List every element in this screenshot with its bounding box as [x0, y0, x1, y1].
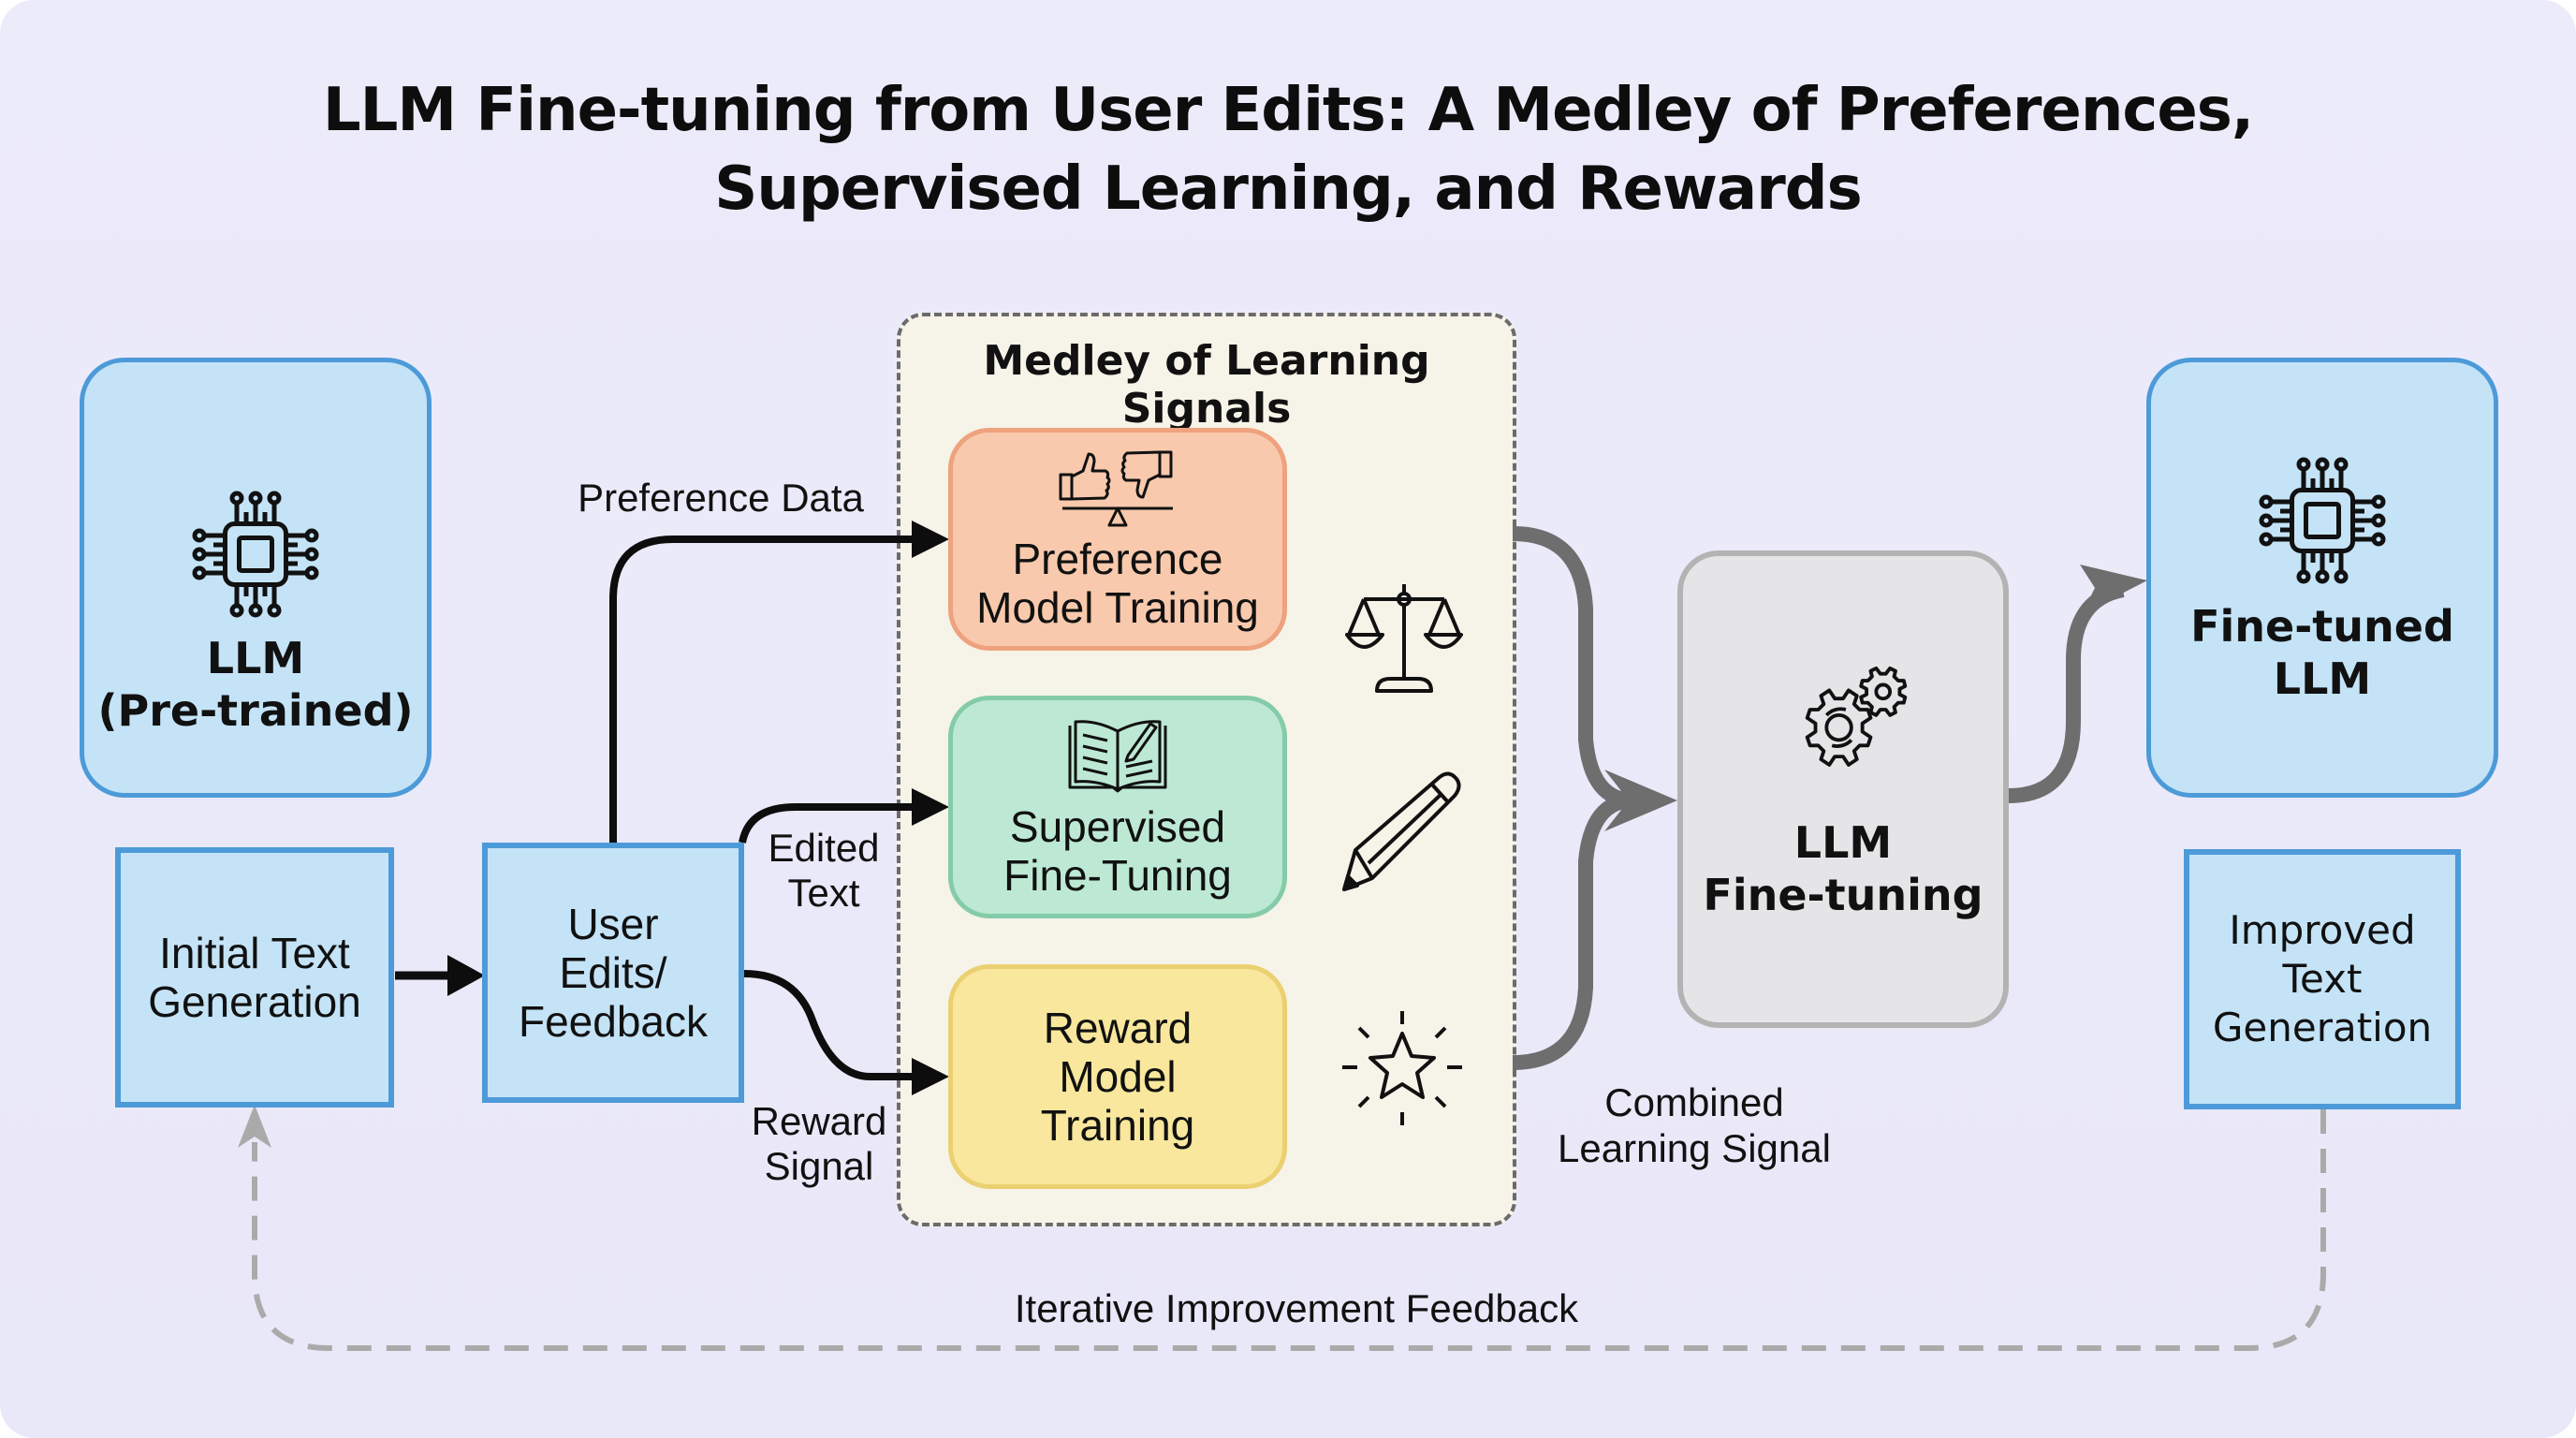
- node-llm-fine-tuning[interactable]: LLM Fine-tuning: [1677, 550, 2009, 1028]
- edge-label-combined-line2: Learning Signal: [1558, 1126, 1831, 1170]
- node-fine-tuning-line2: Fine-tuning: [1703, 870, 1983, 920]
- combined-signal-arrowhead: [1604, 770, 1677, 831]
- scales-icon: [1345, 584, 1463, 693]
- node-improved-text-line1: Improved: [2229, 907, 2416, 953]
- node-initial-text-line2: Generation: [148, 977, 361, 1026]
- book-pencil-icon: [1068, 720, 1167, 793]
- signal-supervised-fine-tuning[interactable]: Supervised Fine-Tuning: [948, 696, 1287, 918]
- signal-sft-line2: Fine-Tuning: [1003, 851, 1232, 900]
- node-finetuned-llm-line2: LLM: [2273, 653, 2372, 704]
- signal-reward-line3: Training: [1040, 1101, 1195, 1150]
- arrow-reward-signal: [743, 970, 913, 1080]
- signal-preference-line1: Preference: [1012, 535, 1223, 583]
- node-user-edits-line2: Edits/: [559, 948, 667, 997]
- node-initial-text-generation[interactable]: Initial Text Generation: [115, 847, 394, 1108]
- arrow-to-finetuned-head: [2080, 565, 2147, 614]
- sparkle-star-icon: [1342, 1011, 1462, 1125]
- node-pretrained-llm-line1: LLM: [206, 633, 305, 683]
- combined-signal-bottom: [1512, 793, 1634, 1070]
- cpu-chip-icon: [192, 491, 319, 618]
- thumbs-up-down-balance-icon: [1059, 450, 1173, 527]
- pencil-icon: [1342, 771, 1461, 891]
- combined-signal-top: [1512, 526, 1634, 808]
- diagram-title-line-1: LLM Fine-tuning from User Edits: A Medle…: [322, 76, 2254, 145]
- node-user-edits-line1: User: [567, 900, 659, 948]
- arrow-initial-to-user-head: [447, 955, 485, 996]
- node-improved-text-line2: Text: [2282, 956, 2363, 1002]
- signal-preference-model-training[interactable]: Preference Model Training: [948, 428, 1287, 651]
- edge-label-reward-signal-line2: Signal: [764, 1144, 874, 1188]
- cpu-chip-icon: [2259, 457, 2386, 584]
- edge-label-iterative-feedback: Iterative Improvement Feedback: [1014, 1286, 1579, 1330]
- node-improved-text-generation[interactable]: Improved Text Generation: [2184, 849, 2461, 1109]
- node-pretrained-llm-line2: (Pre-trained): [97, 685, 414, 736]
- arrow-preference-data-head: [912, 521, 949, 558]
- node-finetuned-llm[interactable]: Fine-tuned LLM: [2146, 358, 2498, 798]
- node-finetuned-llm-line1: Fine-tuned: [2190, 601, 2454, 652]
- signal-reward-line1: Reward: [1043, 1004, 1193, 1052]
- medley-title: Medley of Learning Signals: [983, 337, 1430, 433]
- node-fine-tuning-line1: LLM: [1793, 817, 1893, 868]
- node-user-edits-feedback[interactable]: User Edits/ Feedback: [482, 843, 744, 1103]
- arrow-reward-signal-head: [912, 1058, 949, 1095]
- signal-reward-model-training[interactable]: Reward Model Training: [948, 964, 1287, 1189]
- arrow-edited-text-head: [912, 788, 949, 826]
- edge-label-edited-text-line2: Text: [787, 871, 860, 915]
- edge-label-reward-signal-line1: Reward: [751, 1099, 887, 1143]
- node-initial-text-line1: Initial Text: [159, 929, 350, 977]
- arrow-edited-text: [739, 803, 913, 844]
- arrow-to-finetuned: [2008, 582, 2125, 803]
- diagram-title-line-2: Supervised Learning, and Rewards: [714, 154, 1862, 224]
- iterative-feedback-arrowhead: [238, 1105, 271, 1148]
- edge-label-combined-line1: Combined: [1604, 1080, 1784, 1124]
- node-pretrained-llm[interactable]: LLM (Pre-trained): [80, 358, 432, 798]
- arrow-preference-data: [609, 536, 913, 843]
- signal-reward-line2: Model: [1059, 1052, 1177, 1101]
- edge-label-edited-text-line1: Edited: [768, 826, 880, 870]
- signal-preference-line2: Model Training: [976, 583, 1259, 632]
- edge-label-preference-data: Preference Data: [578, 476, 864, 520]
- node-user-edits-line3: Feedback: [518, 997, 708, 1046]
- signal-sft-line1: Supervised: [1009, 802, 1226, 851]
- node-improved-text-line3: Generation: [2212, 1005, 2433, 1050]
- gears-icon: [1805, 666, 1908, 767]
- iterative-feedback-loop: [252, 1109, 2326, 1351]
